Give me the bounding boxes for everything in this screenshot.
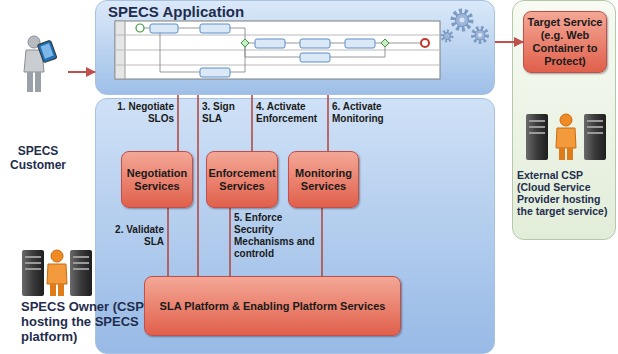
gears-icon: [442, 11, 487, 42]
owner-figure: [73, 256, 89, 258]
workflow-illustration: [150, 24, 178, 33]
workflow-illustration: [115, 21, 440, 79]
customer-figure: [37, 40, 57, 63]
connector: [251, 95, 253, 151]
workflow-illustration: [115, 35, 440, 36]
workflow-illustration: [200, 68, 230, 77]
gears-icon: [456, 14, 469, 27]
node-text: SPECS Application: [108, 3, 482, 20]
workflow-illustration: [144, 28, 421, 72]
step-label: 3. Sign SLA: [202, 101, 246, 125]
workflow-illustration: [136, 24, 144, 32]
gears-icon: [453, 11, 471, 29]
external-csp-figure: [560, 114, 572, 126]
node-text: Enforcement Services: [208, 167, 275, 193]
node-text: SPECS Customer: [8, 144, 68, 172]
service-box: Negotiation Services: [121, 151, 193, 208]
owner-figure: [73, 268, 89, 270]
connector: [68, 71, 95, 73]
customer-figure: [27, 72, 33, 92]
customer-figure: [24, 36, 57, 92]
owner-figure: [70, 250, 92, 296]
gears-icon: [478, 33, 482, 37]
step-label-text: 2. Validate SLA: [96, 224, 164, 248]
workflow-illustration: [345, 39, 375, 48]
external-csp-figure: [587, 132, 603, 134]
step-label: 4. Activate Enforcement: [256, 101, 324, 125]
external-csp-figure: [526, 114, 606, 160]
owner-figure: [50, 284, 56, 296]
step-label-text: 3. Sign SLA: [202, 101, 246, 125]
workflow-illustration: [300, 39, 330, 48]
customer-figure: [24, 50, 44, 72]
owner-figure: [25, 256, 41, 258]
external-csp-figure: [559, 148, 565, 160]
external-csp-panel: Target Service (e.g. Web Container to Pr…: [512, 0, 616, 240]
step-label: 2. Validate SLA: [96, 224, 164, 248]
workflow-illustration: [381, 39, 389, 47]
step-label-text: 4. Activate Enforcement: [256, 101, 324, 125]
workflow-illustration: [115, 21, 440, 79]
workflow-illustration: [115, 65, 440, 66]
node-text: External CSP (Cloud Service Provider hos…: [517, 169, 611, 217]
step-label-text: 6. Activate Monitoring: [332, 101, 408, 125]
connector: [495, 41, 523, 43]
connector: [177, 95, 179, 151]
service-box: Enforcement Services: [206, 151, 278, 208]
customer-figure: [35, 72, 41, 92]
workflow-illustration: [241, 39, 249, 47]
workflow-illustration: [115, 50, 440, 51]
gears-icon: [444, 33, 451, 40]
step-label: 1. Negotiate SLOs: [100, 101, 174, 125]
external-csp-figure: [584, 114, 606, 160]
step-label-text: 1. Negotiate SLOs: [100, 101, 174, 125]
step-label-text: 5. Enforce Security Mechanisms and contr…: [234, 212, 316, 260]
owner-figure: [47, 264, 67, 284]
step-label: 5. Enforce Security Mechanisms and contr…: [234, 212, 316, 260]
owner-figure: [58, 284, 64, 296]
gears-icon: [442, 31, 452, 41]
service-box: Monitoring Services: [288, 151, 359, 208]
node-text: SLA Platform & Enabling Platform Service…: [160, 300, 386, 313]
external-csp-figure: [526, 114, 548, 160]
gears-icon: [473, 28, 487, 42]
target-service-box: Target Service (e.g. Web Container to Pr…: [523, 11, 607, 73]
owner-figure: [22, 250, 92, 296]
external-csp-figure: [587, 120, 603, 122]
customer-figure: [41, 43, 54, 58]
external-csp-figure: [556, 128, 576, 148]
connector: [229, 208, 231, 276]
node-text: Monitoring Services: [292, 167, 355, 193]
gears-icon: [475, 30, 485, 40]
external-csp-figure: [529, 120, 545, 122]
workflow-illustration: [421, 39, 429, 47]
owner-figure: [51, 250, 63, 262]
connector: [197, 95, 199, 276]
external-csp-figure: [529, 126, 545, 128]
step-label: 6. Activate Monitoring: [332, 101, 408, 125]
owner-figure: [25, 262, 41, 264]
workflow-illustration: [200, 24, 230, 33]
connector: [167, 208, 169, 276]
application-panel: SPECS Application: [95, 0, 495, 95]
external-csp-figure: [587, 126, 603, 128]
node-text: Target Service (e.g. Web Container to Pr…: [527, 16, 603, 68]
workflow-illustration: [255, 39, 285, 48]
node-text: Negotiation Services: [125, 167, 189, 193]
platform-box: SLA Platform & Enabling Platform Service…: [144, 276, 401, 336]
customer-figure: [28, 36, 40, 48]
owner-figure: [73, 262, 89, 264]
customer-actor: SPECS Customer: [8, 30, 68, 172]
workflow-illustration: [115, 21, 125, 79]
workflow-illustration: [300, 53, 330, 62]
gears-icon: [460, 18, 465, 23]
external-csp-figure: [567, 148, 573, 160]
connector: [327, 95, 329, 151]
connector: [321, 208, 323, 276]
owner-figure: [25, 268, 41, 270]
owner-figure: [22, 250, 44, 296]
external-csp-figure: [529, 132, 545, 134]
